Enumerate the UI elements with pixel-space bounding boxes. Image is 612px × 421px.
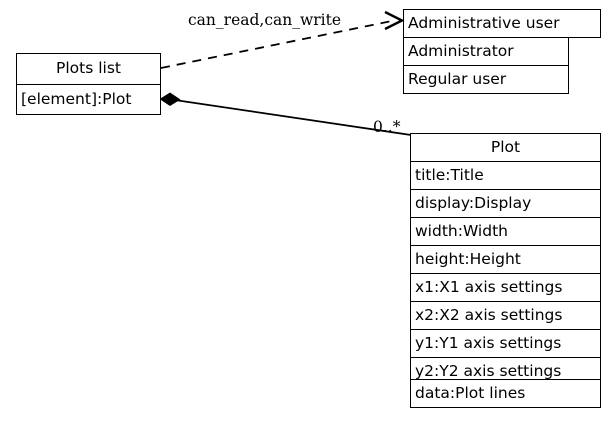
class-attribute-row: data:Plot lines — [410, 379, 601, 408]
composition-diamond-icon — [159, 92, 181, 106]
class-header-administrative-user: Administrative user — [403, 9, 601, 38]
class-attribute-row: display:Display — [410, 189, 601, 218]
class-attribute-row: title:Title — [410, 161, 601, 190]
class-attribute-row: Administrator — [403, 37, 569, 66]
class-attribute-row: x1:X1 axis settings — [410, 273, 601, 302]
edge-label-multiplicity: 0..* — [373, 118, 401, 136]
class-attribute-row: width:Width — [410, 217, 601, 246]
class-attribute-row: Regular user — [403, 65, 569, 94]
dependency-arrowhead-icon — [384, 10, 405, 31]
edge-label-dependency: can_read,can_write — [188, 11, 342, 29]
class-attribute-row: height:Height — [410, 245, 601, 274]
class-attribute-row: [element]:Plot — [16, 84, 161, 115]
class-attribute-row: y1:Y1 axis settings — [410, 329, 601, 358]
class-header-plot: Plot — [410, 133, 601, 162]
class-header-plots-list: Plots list — [16, 53, 161, 85]
class-attribute-row: x2:X2 axis settings — [410, 301, 601, 330]
